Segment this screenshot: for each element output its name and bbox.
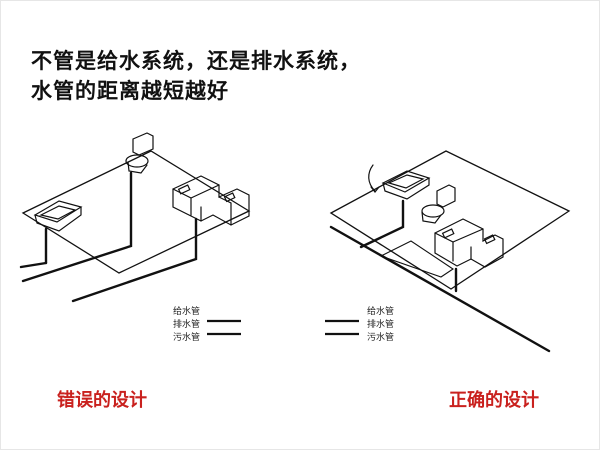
right-floor-plane (329, 150, 571, 290)
wrong-design-figure (19, 132, 251, 303)
wrong-kitchen-counter (172, 175, 250, 226)
legend-sewage-right: 污水管 (367, 331, 394, 343)
right-kitchen-counter (434, 218, 504, 268)
right-design-figure (329, 150, 571, 353)
caption-wrong-design: 错误的设计 (57, 390, 147, 411)
right-arrow (368, 164, 376, 192)
title-line-2: 水管的距离越短越好 (31, 79, 229, 103)
legend-sewage-left: 污水管 (173, 331, 200, 343)
caption-right-design: 正确的设计 (449, 390, 539, 411)
right-legend: 给水管 排水管 污水管 (325, 305, 394, 343)
wrong-pipes (19, 171, 198, 303)
wrong-toilet (125, 132, 154, 174)
legend-supply-left: 给水管 (173, 305, 200, 317)
wrong-bathtub (33, 200, 83, 232)
title-line-1: 不管是给水系统，还是排水系统， (31, 49, 361, 73)
legend-supply-right: 给水管 (367, 305, 394, 317)
wrong-floor-plane (21, 150, 251, 274)
right-bathtub (381, 170, 431, 200)
right-toilet (421, 184, 456, 224)
legend-drain-left: 排水管 (173, 318, 200, 330)
wrong-legend: 给水管 排水管 污水管 (173, 305, 241, 343)
right-pipes (329, 199, 551, 353)
right-shaft (379, 240, 454, 278)
legend-drain-right: 排水管 (367, 318, 394, 330)
